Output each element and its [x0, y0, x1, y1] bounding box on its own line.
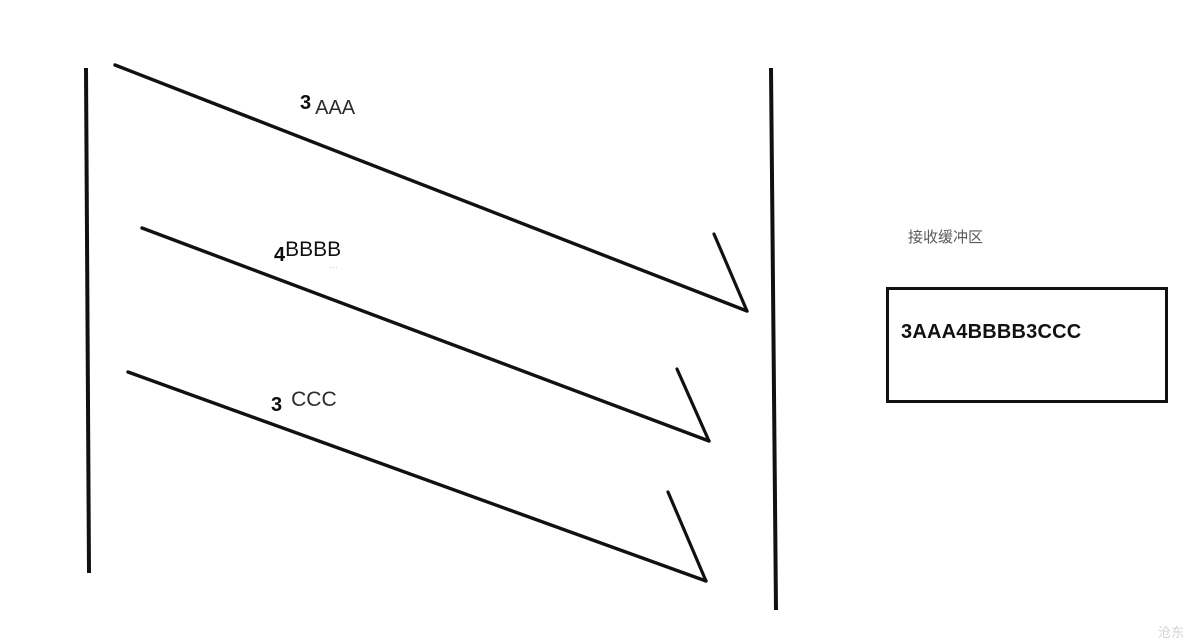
- segment-number-ccc: 3: [271, 394, 283, 416]
- message-arrowhead-bbbb: [675, 367, 711, 443]
- receive-buffer-box: [886, 287, 1168, 403]
- message-arrowhead-ccc: [666, 490, 708, 583]
- segment-payload-bbbb: BBBB: [285, 238, 342, 261]
- message-arrow-bbbb: [140, 226, 711, 443]
- message-arrowhead-aaa: [712, 232, 749, 313]
- segment-number-aaa: 3: [300, 92, 312, 114]
- segment-label-bbbb: 4BBBB ···: [274, 239, 341, 271]
- segment-payload-ccc: CCC: [291, 388, 337, 411]
- message-arrow-aaa: [113, 63, 749, 313]
- segment-payload-aaa: AAA: [315, 97, 356, 119]
- receiver-lifeline: [769, 67, 778, 611]
- segment-label-ccc: 3 CCC: [271, 389, 337, 416]
- message-arrow-ccc: [126, 370, 708, 583]
- receive-buffer-content: 3AAA4BBBB3CCC: [901, 321, 1082, 343]
- sender-lifeline: [84, 67, 91, 574]
- segment-number-bbbb: 4: [274, 244, 286, 266]
- watermark: 沧东: [1158, 625, 1185, 640]
- annotation-mark: ···: [330, 265, 338, 271]
- buffer-title: 接收缓冲区: [908, 229, 984, 246]
